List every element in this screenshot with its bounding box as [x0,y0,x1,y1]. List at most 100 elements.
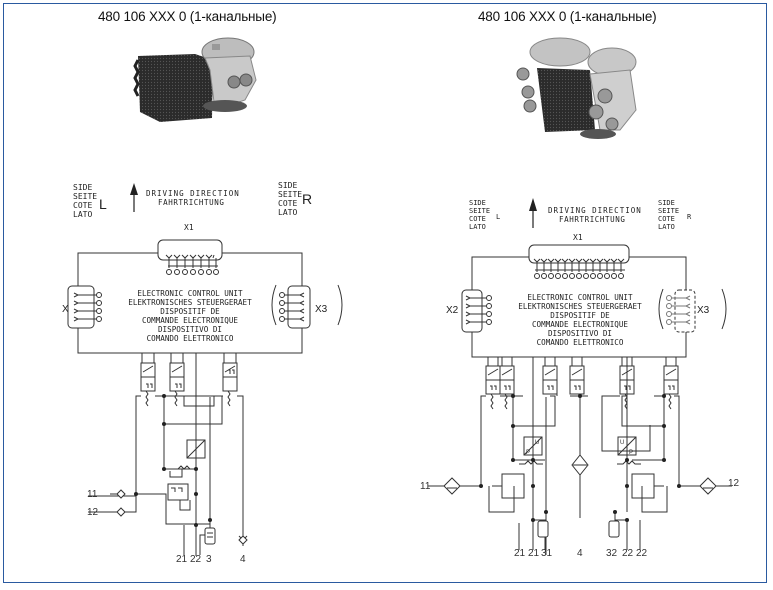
port-21-label-left: 21 [176,554,188,565]
side-right-letter-r: R [687,213,692,221]
port-21b-label-right: 21 [528,548,540,559]
port-4-label-left: 4 [240,554,246,565]
side-right-label-3: LATO [278,208,297,217]
pressure-sensor-left-icon [186,439,206,459]
relay-valve-left-icon [167,483,189,501]
port-31-label-right: 31 [541,548,553,559]
solenoid-valve [485,357,501,410]
throttles-right-icon [519,460,641,465]
side-right-label-2: COTE [278,199,297,208]
direction-label-0: DRIVING DIRECTION [146,189,240,198]
direction-label-1: FAHRTRICHTUNG [158,198,225,207]
ecu-text-right-2: DISPOSITIF DE [550,311,610,320]
connector-x1-label: X1 [184,223,194,232]
side-right-label-2-r: COTE [658,215,675,223]
solenoid-valve [663,357,679,410]
product-photo-left [133,37,257,122]
x1-pin-terminal [604,273,610,279]
port-12-label-left: 12 [87,507,99,518]
pressure-sensor-right-b-icon [617,436,637,456]
side-right-label-1: SEITE [278,190,302,199]
ecu-text-right-5: COMANDO ELETTRONICO [537,338,624,347]
image-frame [3,3,767,583]
x1-pin-terminal [590,273,596,279]
x2-pins-left [73,292,102,322]
x1-pin-terminal [569,273,575,279]
connector-x3-label: X3 [315,304,328,315]
x1-pin-terminal [576,273,582,279]
ecu-text-right-1: ELEKTRONISCHES STEUERGERAET [518,302,642,311]
direction-label-1-r: FAHRTRICHTUNG [559,215,626,224]
x1-pin-terminal [611,273,617,279]
port-22a-label-right: 22 [622,548,634,559]
connector-x3-left [287,285,311,329]
port-filters-right [428,477,732,495]
throttle-left-icon [172,465,196,470]
sensor-p-label-a: P [526,450,530,456]
connector-x3-right [674,289,696,333]
product-photo-right [516,37,637,139]
connector-x1-label-r: X1 [573,233,583,242]
port-32-label-right: 32 [606,548,618,559]
side-left-label-2-r: COTE [469,215,486,223]
pressure-sensor-diagonal [186,439,206,459]
side-left-label-3-r: LATO [469,223,486,231]
connector-x2-label-r: X2 [446,305,459,316]
schematic-left: SIDE SEITE COTE LATO L SIDE SEITE COTE L… [62,181,343,565]
solenoid-valves-left [140,353,238,433]
ecu-text-left-5: COMANDO ELETTRONICO [147,334,234,343]
port-4-label-right: 4 [577,548,583,559]
side-right-label-3-r: LATO [658,223,675,231]
x1-pins-left [165,254,219,275]
port-22-label-left: 22 [190,554,202,565]
ecu-text-left-1: ELEKTRONISCHES STEUERGERAET [128,298,252,307]
ecu-text-left-3: COMMANDE ELECTRONIQUE [142,316,238,325]
x2-pins-right [465,295,492,325]
ecu-text-right-0: ELECTRONIC CONTROL UNIT [527,293,633,302]
silencer-right-a-icon [537,520,549,538]
pneumatic-lines-left [88,395,244,556]
solenoid-valve [499,357,515,410]
panel-left-title: 480 106 XXX 0 (1-канальные) [98,9,277,24]
silencer-right-b-icon [608,520,620,538]
ecu-text-right-4: DISPOSITIVO DI [548,329,612,338]
side-left-letter: L [99,196,107,212]
x1-pin-terminal [555,273,561,279]
x1-pin-terminal [541,273,547,279]
panel-right-title: 480 106 XXX 0 (1-канальные) [478,9,657,24]
x3-pins-right [658,288,727,330]
solenoid-valve [542,357,558,395]
ecu-text-left-2: DISPOSITIF DE [160,307,220,316]
port-12-label-right: 12 [728,478,740,489]
side-left-label-0-r: SIDE [469,199,486,207]
side-left-label-2: COTE [73,201,92,210]
junction-dots-left [134,394,212,527]
side-right-label-0: SIDE [278,181,297,190]
x1-pin-terminal [548,273,554,279]
side-left-label-1-r: SEITE [469,207,490,215]
connector-x3-label-r: X3 [697,305,710,316]
side-left-label-3: LATO [73,210,92,219]
port-3-label-left: 3 [206,554,212,565]
sensor-p-label-b: P [629,450,633,456]
side-right-label-0-r: SIDE [658,199,675,207]
driving-direction-arrow-icon [130,183,138,212]
x3-pins-left [271,284,343,326]
x1-pin-terminal [597,273,603,279]
port-22b-label-right: 22 [636,548,648,559]
connector-x1-right [528,244,630,264]
sensor-u-label-a: U [535,440,539,446]
driving-direction-arrow-icon-r [529,198,537,228]
connector-x2-right [461,289,483,333]
port-21a-label-right: 21 [514,548,526,559]
sensor-u-label-b: U [620,440,624,446]
ecu-text-left-4: DISPOSITIVO DI [158,325,222,334]
filter-center-icon [571,454,589,476]
pressure-sensor-right-a-icon [523,436,543,456]
side-right-label-1-r: SEITE [658,207,679,215]
x1-pin-terminal [534,273,540,279]
solenoid-valves-right [485,357,679,410]
x1-pin-terminal [562,273,568,279]
side-left-letter-r: L [496,213,500,221]
